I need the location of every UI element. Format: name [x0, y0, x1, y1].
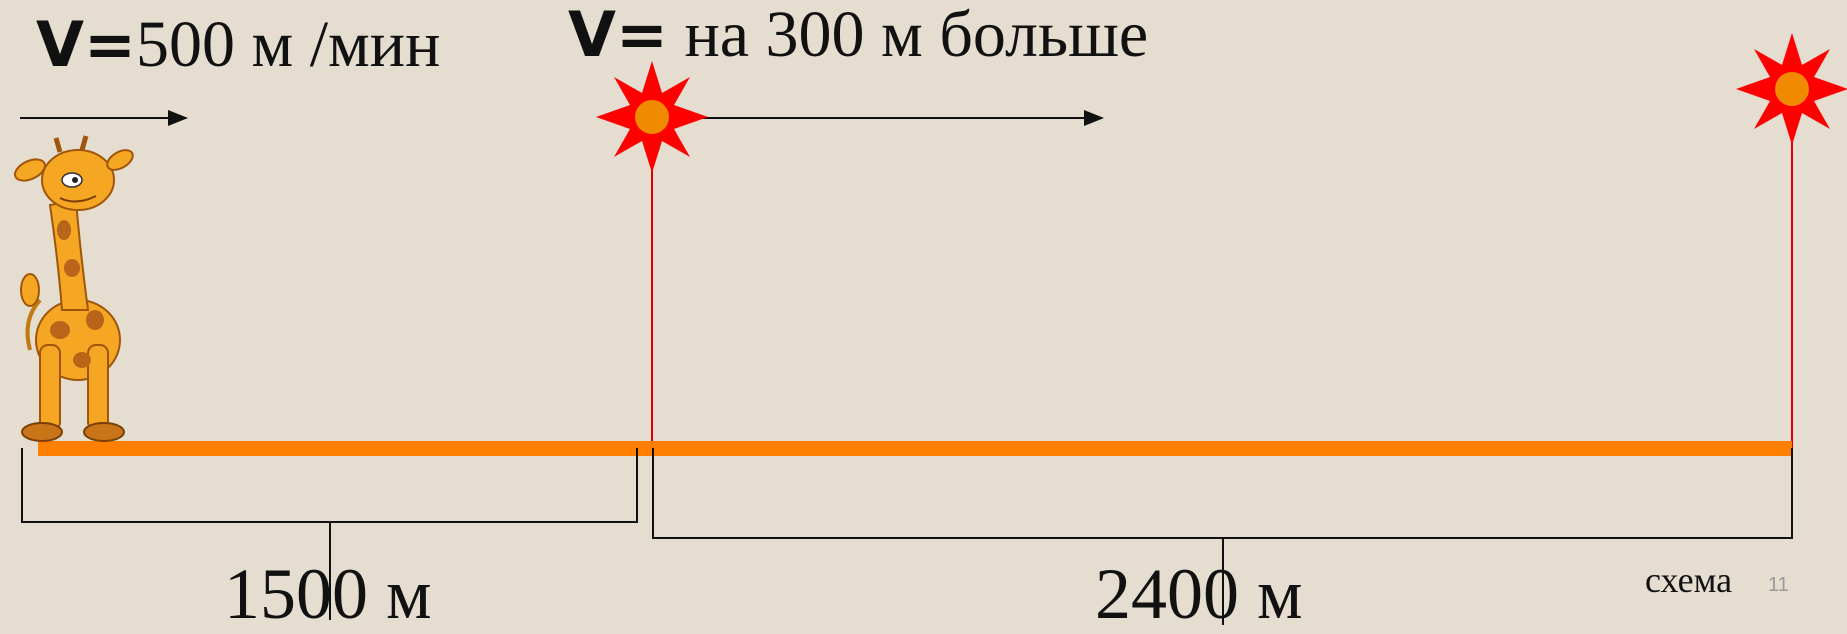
star-marker-icon [1736, 33, 1847, 145]
star-marker-icon [596, 61, 708, 173]
segment2-distance-label: 2400 м [1095, 554, 1303, 634]
segment1-speed-text: 500 м /мин [135, 8, 441, 81]
segment2-speed-text: на 300 м больше [667, 0, 1149, 71]
bracket-segment1 [21, 448, 638, 620]
road-line [38, 441, 1792, 456]
giraffe-icon [14, 135, 134, 442]
segment1-distance-label: 1500 м [224, 554, 432, 634]
segment1-speed-prefix: V= [36, 8, 136, 81]
segment2-speed-label: V= на 300 м больше [568, 2, 1148, 68]
slide-number: 11 [1768, 574, 1789, 596]
bracket-segment2 [652, 448, 1793, 625]
caption-scheme: схема [1645, 560, 1733, 600]
segment1-speed-label: V=500 м /мин [36, 12, 440, 78]
segment2-speed-prefix: V= [568, 0, 668, 71]
